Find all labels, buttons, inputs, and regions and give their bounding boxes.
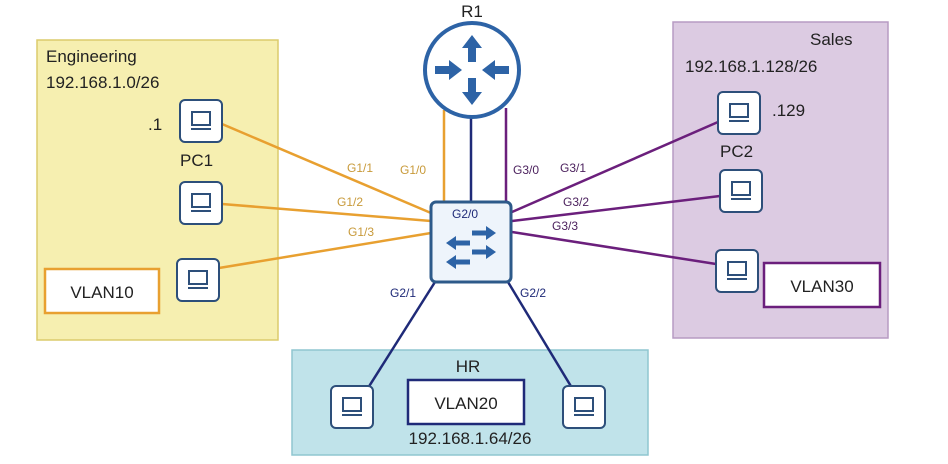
port-g1-1: G1/1 bbox=[347, 161, 373, 175]
port-g3-3: G3/3 bbox=[552, 219, 578, 233]
pc-hr-2-icon[interactable] bbox=[562, 385, 606, 429]
vlan20-label: VLAN20 bbox=[434, 394, 497, 413]
link-g3-1 bbox=[511, 120, 719, 214]
port-g3-2: G3/2 bbox=[563, 195, 589, 209]
pc1-label: PC1 bbox=[180, 151, 213, 170]
pc-engineering-1-icon[interactable] bbox=[179, 99, 223, 143]
link-g3-2 bbox=[511, 194, 721, 223]
vlan30-label: VLAN30 bbox=[790, 277, 853, 296]
sales-subnet: 192.168.1.128/26 bbox=[685, 57, 817, 76]
vlan10-box bbox=[43, 267, 161, 315]
link-g3-3 bbox=[511, 230, 717, 266]
engineering-subnet: 192.168.1.0/26 bbox=[46, 73, 159, 92]
pc-sales-2-icon[interactable] bbox=[719, 169, 763, 213]
pc-sales-3-icon[interactable] bbox=[715, 249, 759, 293]
engineering-host: .1 bbox=[148, 115, 162, 134]
port-g2-1: G2/1 bbox=[390, 286, 416, 300]
link-g2-1 bbox=[366, 281, 437, 389]
link-g1-3 bbox=[218, 231, 432, 270]
port-g1-0: G1/0 bbox=[400, 163, 426, 177]
link-g1-1 bbox=[221, 122, 432, 215]
router-r1[interactable] bbox=[423, 21, 521, 119]
port-g1-3: G1/3 bbox=[348, 225, 374, 239]
sales-host: .129 bbox=[772, 101, 805, 120]
port-g3-0: G3/0 bbox=[513, 163, 539, 177]
link-g2-2 bbox=[506, 281, 574, 389]
pc2-label: PC2 bbox=[720, 142, 753, 161]
port-g2-2: G2/2 bbox=[520, 286, 546, 300]
pc-engineering-2-icon[interactable] bbox=[179, 181, 223, 225]
router-arrows-icon bbox=[435, 35, 509, 105]
hr-name: HR bbox=[456, 357, 481, 376]
engineering-name: Engineering bbox=[46, 47, 137, 66]
port-g3-1: G3/1 bbox=[560, 161, 586, 175]
vlan20-box bbox=[406, 378, 526, 426]
pc-engineering-3-icon[interactable] bbox=[176, 258, 220, 302]
port-g1-2: G1/2 bbox=[337, 195, 363, 209]
router-label: R1 bbox=[461, 2, 483, 21]
hr-subnet: 192.168.1.64/26 bbox=[409, 429, 532, 448]
link-g1-2 bbox=[221, 202, 432, 223]
port-g2-0: G2/0 bbox=[452, 207, 478, 221]
sales-name: Sales bbox=[810, 30, 853, 49]
switch[interactable] bbox=[429, 200, 513, 284]
switch-arrows-icon bbox=[446, 226, 496, 269]
links bbox=[218, 108, 721, 389]
vlan30-box bbox=[762, 261, 882, 309]
pc-sales-1-icon[interactable] bbox=[717, 91, 761, 135]
vlan10-label: VLAN10 bbox=[70, 283, 133, 302]
pc-hr-1-icon[interactable] bbox=[330, 385, 374, 429]
